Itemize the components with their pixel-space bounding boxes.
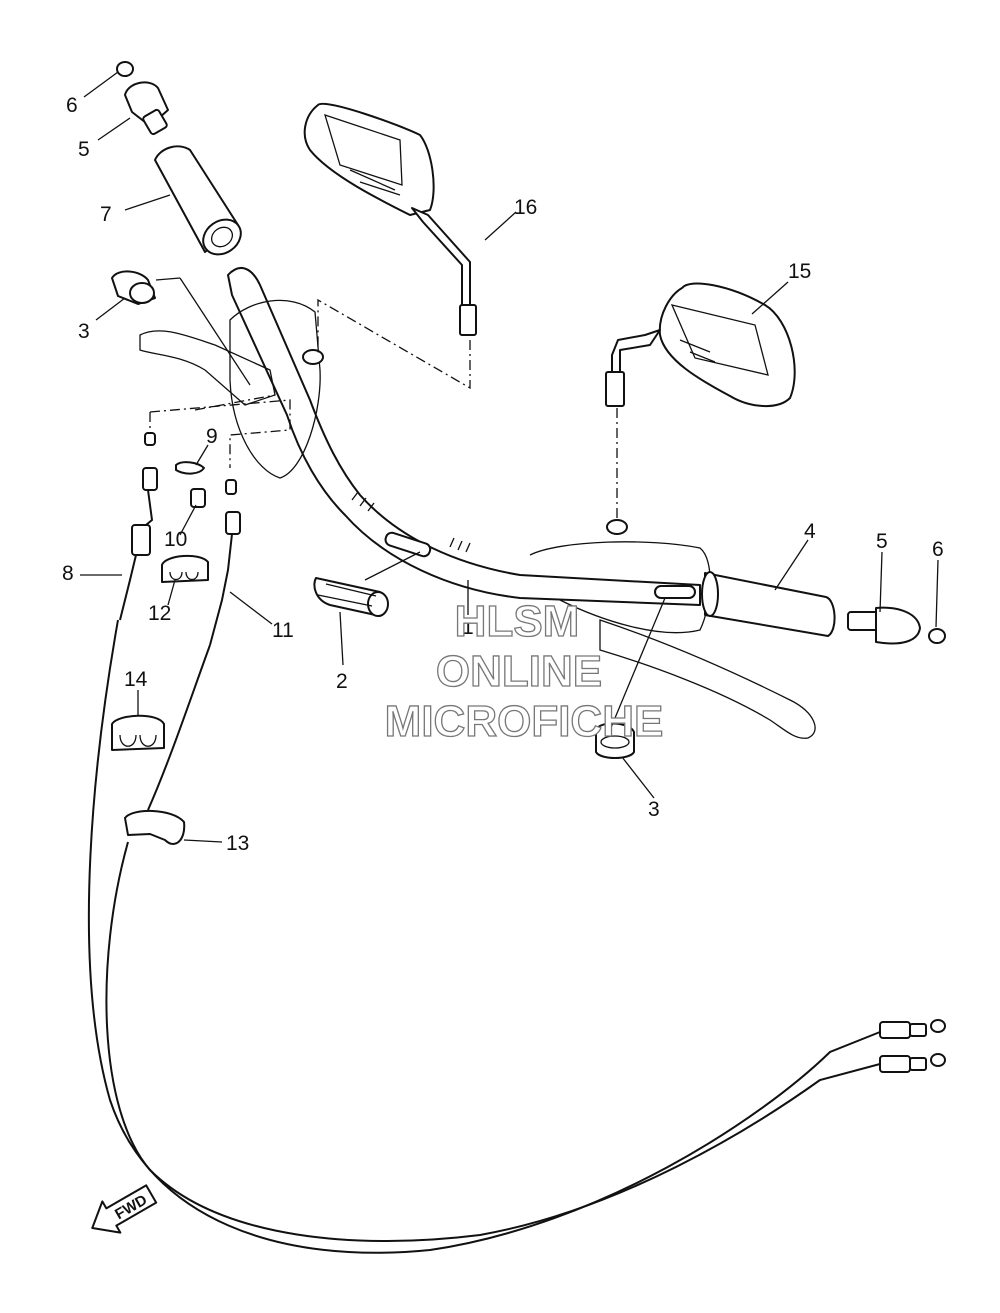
callout-14: 14 [124, 668, 148, 691]
left-end-weight [124, 81, 169, 136]
cable-clamp-13 [124, 809, 186, 845]
callout-6-right: 6 [932, 538, 944, 561]
fwd-arrow: FWD [91, 1184, 158, 1234]
left-collar [111, 270, 156, 305]
watermark-line-2: ONLINE [436, 647, 602, 696]
callout-9: 9 [206, 425, 218, 448]
cable-clamp-12 [161, 554, 209, 583]
screw-10 [190, 488, 206, 508]
callout-16: 16 [514, 196, 537, 219]
right-collar [595, 722, 635, 759]
right-end-weight [847, 606, 921, 645]
watermark: HLSM ONLINE MICROFICHE [384, 596, 664, 746]
callout-3-left: 3 [78, 320, 90, 343]
right-mirror [605, 282, 796, 408]
callout-13: 13 [226, 832, 249, 855]
washer-9 [175, 461, 205, 475]
left-lever [139, 330, 291, 468]
callout-4: 4 [804, 520, 816, 543]
callout-5-right: 5 [876, 530, 888, 553]
clamp-block [313, 577, 389, 617]
callout-7: 7 [100, 203, 112, 226]
right-lever [599, 619, 816, 739]
long-cables [87, 619, 946, 1254]
callout-3-right: 3 [648, 798, 660, 821]
callout-10: 10 [164, 528, 187, 551]
watermark-line-3: MICROFICHE [385, 697, 664, 746]
callout-2: 2 [336, 670, 348, 693]
callout-12: 12 [148, 602, 171, 625]
left-end-cap [116, 61, 134, 77]
callout-11: 11 [272, 619, 294, 642]
callout-labels: 6 5 7 3 16 15 4 5 6 9 10 8 11 12 14 13 2… [62, 94, 944, 855]
left-mirror [303, 102, 477, 336]
right-grip [701, 571, 836, 637]
clutch-cable-end [209, 479, 241, 646]
callout-8: 8 [62, 562, 74, 585]
left-grip [154, 145, 242, 256]
callout-1: 1 [462, 616, 474, 639]
callout-6-left: 6 [66, 94, 78, 117]
watermark-line-1: HLSM [455, 597, 580, 646]
callout-5-left: 5 [78, 138, 90, 161]
left-mirror-guideline [317, 298, 471, 390]
callout-15: 15 [788, 260, 811, 283]
throttle-cable-end [119, 432, 158, 621]
leader-lines [80, 71, 939, 843]
cable-clamp-14 [111, 714, 165, 751]
right-end-cap [928, 628, 946, 644]
